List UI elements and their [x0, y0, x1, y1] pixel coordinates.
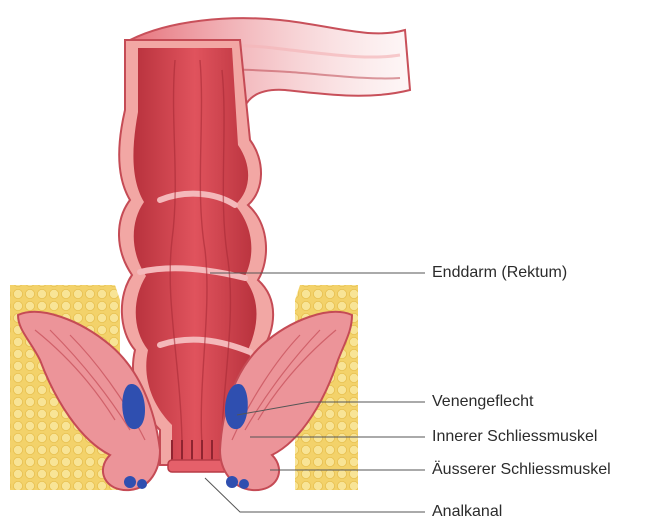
- label-external-sphincter: Äusserer Schliessmuskel: [432, 461, 611, 479]
- label-rectum: Enddarm (Rektum): [432, 264, 567, 282]
- label-venous-plexus: Venengeflecht: [432, 393, 533, 411]
- label-internal-sphincter: Innerer Schliessmuskel: [432, 428, 597, 446]
- label-anal-canal: Analkanal: [432, 503, 502, 521]
